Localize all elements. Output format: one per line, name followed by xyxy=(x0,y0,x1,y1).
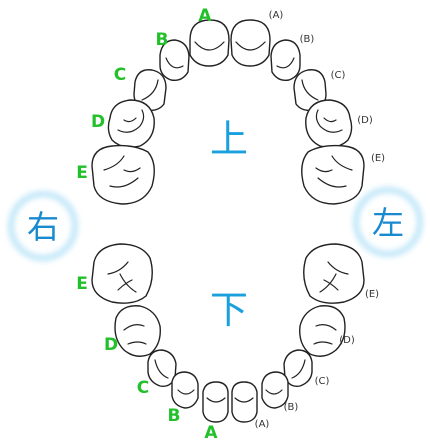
tooth-lower-left-e xyxy=(303,243,365,304)
label-lower-right-e: E xyxy=(76,274,88,294)
label-lower-right-c: C xyxy=(137,378,149,398)
tooth-upper-left-b xyxy=(270,39,301,82)
tooth-lower-left-b xyxy=(261,371,289,409)
tooth-upper-right-b xyxy=(159,39,190,82)
tooth-upper-left-e xyxy=(301,144,365,205)
left-glow xyxy=(353,187,423,257)
tooth-upper-left-c xyxy=(293,69,327,112)
upper-arch xyxy=(91,19,365,205)
right-glow xyxy=(8,191,78,261)
tooth-upper-right-d xyxy=(107,99,155,148)
label-lower-right-a: A xyxy=(204,423,218,443)
tooth-upper-left-d xyxy=(305,99,353,148)
tooth-lower-left-d xyxy=(299,305,346,357)
label-lower-left-a: (A) xyxy=(255,419,270,430)
left-side-label: 左 xyxy=(372,204,404,242)
tooth-lower-left-c xyxy=(283,349,313,388)
right-side-label: 右 xyxy=(27,208,59,246)
label-lower-right-b: B xyxy=(168,406,181,426)
lower-jaw-label: 下 xyxy=(210,288,248,332)
label-upper-left-d: (D) xyxy=(357,115,373,126)
tooth-lower-right-a xyxy=(202,381,229,423)
tooth-upper-right-a xyxy=(189,19,230,67)
label-lower-left-b: (B) xyxy=(284,402,299,413)
label-upper-right-c: C xyxy=(114,65,126,85)
label-upper-right-b: B xyxy=(156,30,169,50)
tooth-lower-right-b xyxy=(171,371,199,409)
tooth-lower-left-a xyxy=(231,381,258,423)
label-lower-left-c: (C) xyxy=(315,376,330,387)
label-upper-right-d: D xyxy=(91,112,105,132)
label-upper-right-e: E xyxy=(76,163,88,183)
label-lower-left-e: (E) xyxy=(365,289,379,300)
tooth-lower-right-e xyxy=(91,243,153,304)
label-lower-right-d: D xyxy=(104,335,118,355)
tooth-upper-right-e xyxy=(91,144,155,205)
right-side-marker: 右 xyxy=(8,191,78,261)
tooth-upper-left-a xyxy=(230,19,271,67)
label-upper-right-a: A xyxy=(198,6,212,26)
left-side-marker: 左 xyxy=(353,187,423,257)
tooth-lower-right-d xyxy=(114,305,161,357)
label-upper-left-a: (A) xyxy=(269,10,284,21)
label-upper-left-e: (E) xyxy=(371,153,385,164)
label-upper-left-c: (C) xyxy=(331,70,346,81)
label-upper-left-b: (B) xyxy=(300,34,315,45)
lower-arch xyxy=(91,243,365,423)
upper-jaw-label: 上 xyxy=(210,117,248,161)
label-lower-left-d: (D) xyxy=(339,335,355,346)
